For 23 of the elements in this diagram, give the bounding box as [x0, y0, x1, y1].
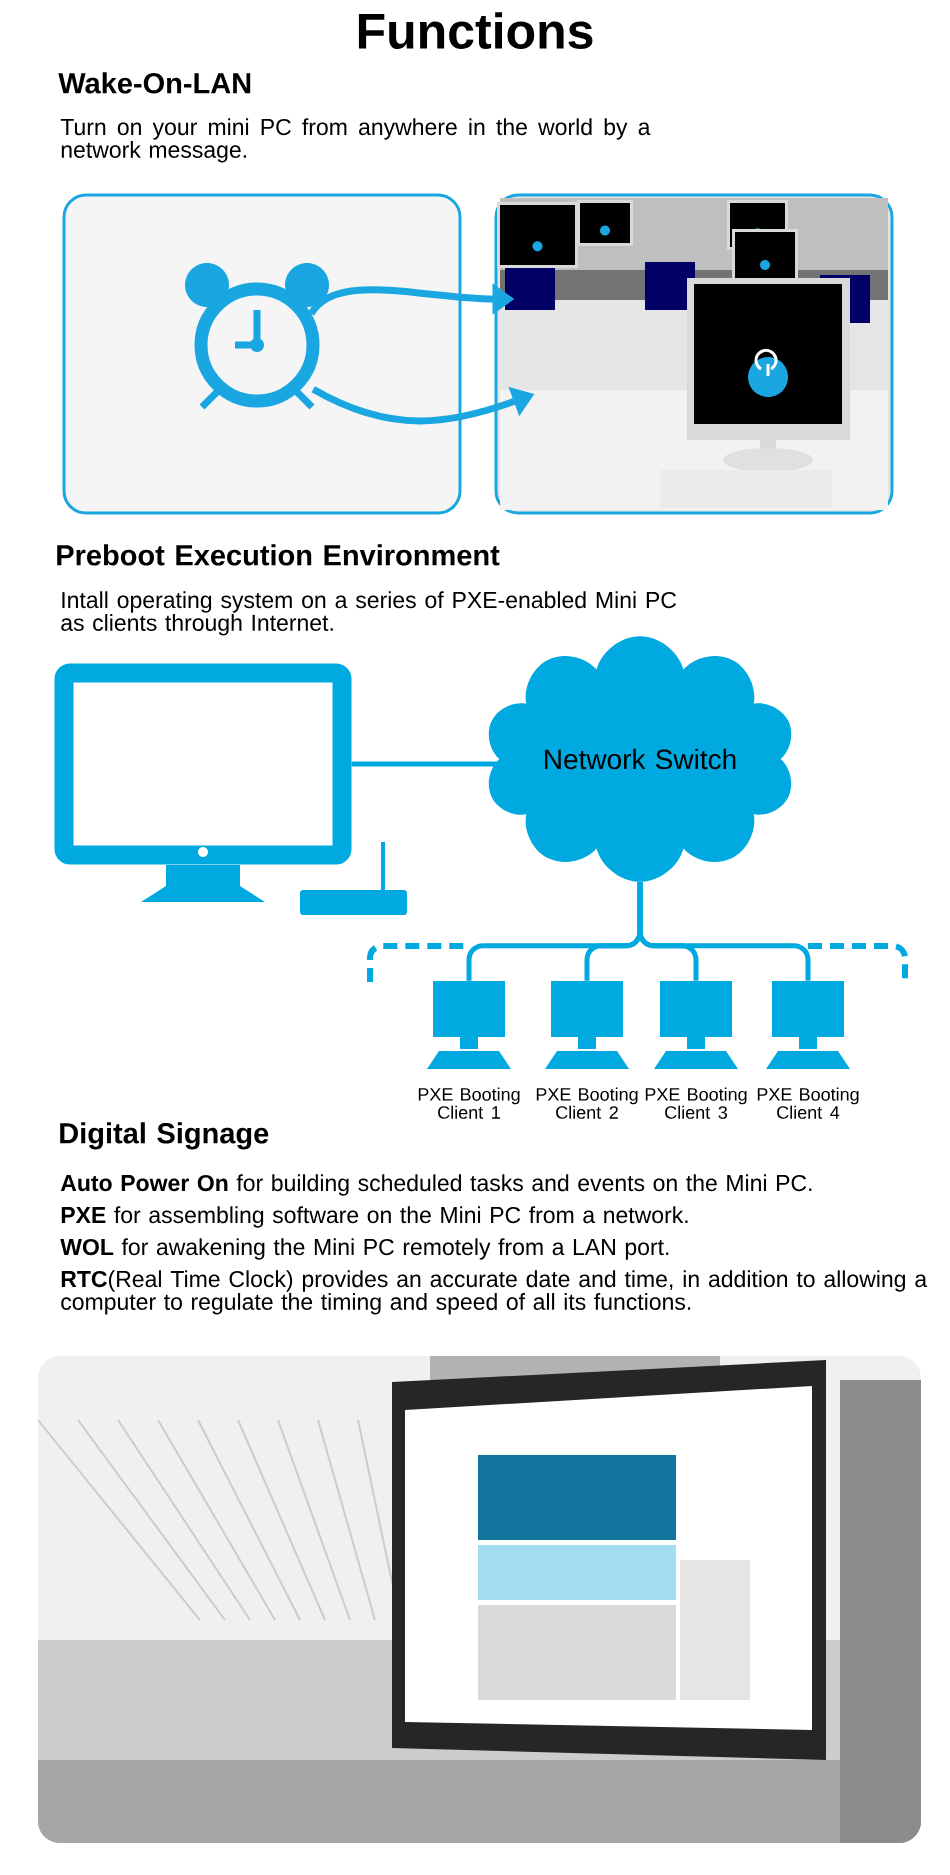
connector-line — [351, 761, 500, 767]
description-text: Intall operating system on a series of PXE-enabled Mini PC as clients through Internet. — [61, 591, 676, 636]
client-computer-icon — [545, 981, 629, 1069]
client-label: PXE Booting Client 2 — [536, 1087, 638, 1119]
client-label: PXE Booting Client 4 — [757, 1087, 859, 1119]
connector-line — [637, 882, 811, 981]
feature-description: RTC(Real Time Clock) provides an accurate date and time, in addition to allowing a computer to regulate the timing and speed of all its functions. — [61, 1270, 928, 1315]
client-label: PXE Booting Client 1 — [418, 1087, 520, 1119]
feature-description: WOL for awakening the Mini PC remotely from a LAN port. — [60, 1238, 669, 1260]
feature-description: Auto Power On for building scheduled tasks and events on the Mini PC. — [60, 1174, 812, 1196]
photo-frame — [62, 193, 462, 515]
description-text: Turn on your mini PC from anywhere in the world by a network message. — [60, 118, 651, 163]
client-computer-icon — [427, 981, 511, 1069]
alarm-clock-icon — [185, 263, 329, 411]
page-title: Functions — [358, 12, 593, 49]
section-heading: Preboot Execution Environment — [57, 544, 500, 566]
client-computer-icon — [654, 981, 738, 1069]
monitor-icon — [54, 663, 352, 902]
section-heading: Digital Signage — [60, 1122, 269, 1150]
feature-description: PXE for assembling software on the Mini PC from a network. — [61, 1206, 688, 1228]
client-computer-icon — [766, 981, 850, 1069]
client-label: PXE Booting Client 3 — [645, 1087, 747, 1119]
section-heading: Wake-On-LAN — [58, 72, 251, 94]
